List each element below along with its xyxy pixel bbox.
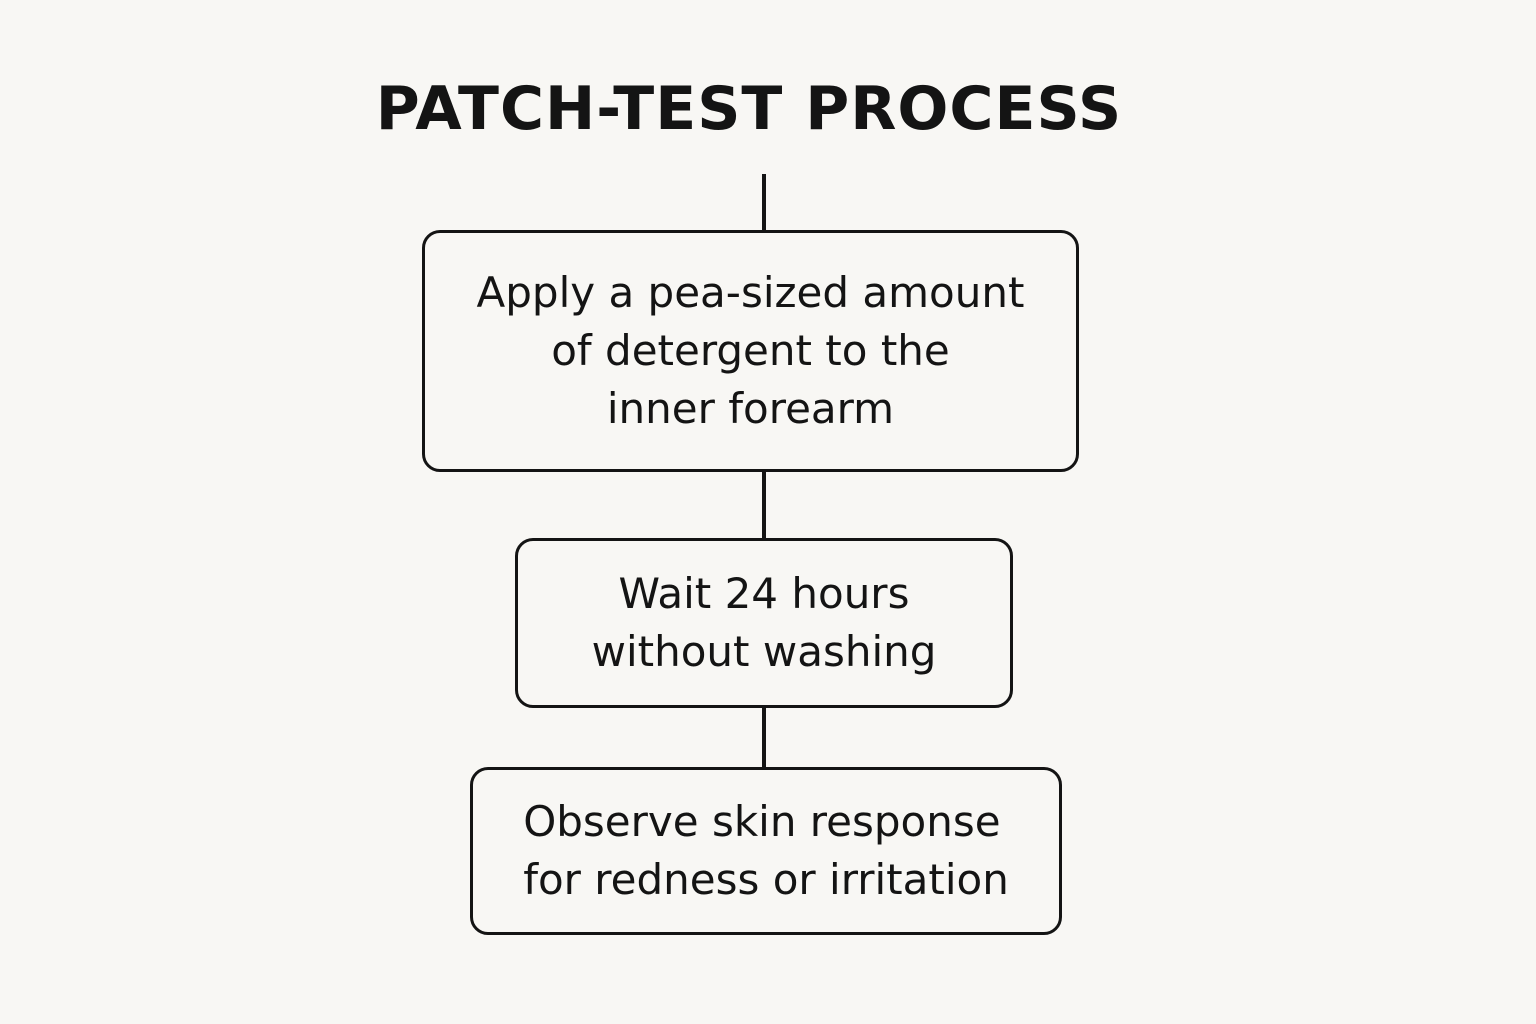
- step-line: Observe skin response: [523, 797, 1001, 846]
- step-line: Wait 24 hours: [618, 569, 910, 618]
- step-apply-detergent-text: Apply a pea-sized amount of detergent to…: [477, 264, 1025, 438]
- diagram-title: PATCH-TEST PROCESS: [375, 74, 1123, 144]
- connector-2-3: [762, 706, 766, 770]
- step-line: for redness or irritation: [523, 855, 1009, 904]
- step-line: Apply a pea-sized amount: [476, 268, 1025, 317]
- step-observe-skin-text: Observe skin response for redness or irr…: [523, 793, 1009, 909]
- step-wait-24-hours-text: Wait 24 hours without washing: [592, 565, 937, 681]
- step-line: without washing: [591, 627, 937, 676]
- step-line: of detergent to the: [551, 326, 950, 375]
- connector-top: [762, 174, 766, 232]
- step-wait-24-hours: Wait 24 hours without washing: [515, 538, 1013, 708]
- step-observe-skin: Observe skin response for redness or irr…: [470, 767, 1062, 935]
- step-line: inner forearm: [606, 384, 895, 433]
- step-apply-detergent: Apply a pea-sized amount of detergent to…: [422, 230, 1079, 472]
- connector-1-2: [762, 470, 766, 540]
